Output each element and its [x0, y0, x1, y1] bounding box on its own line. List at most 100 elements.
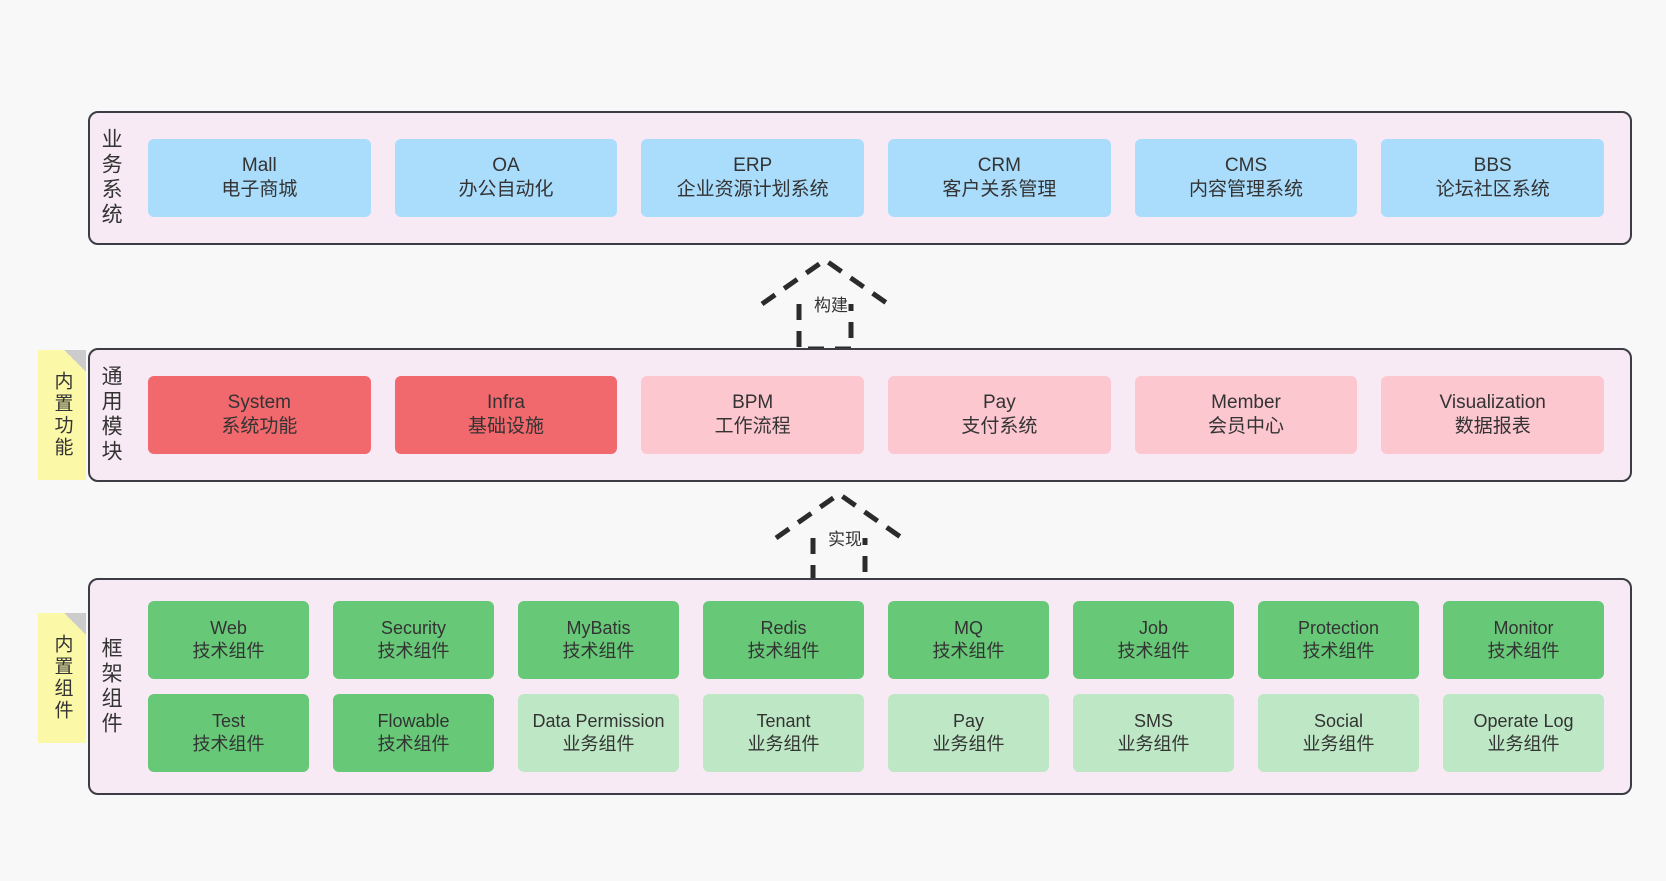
box-sms[interactable]: SMS 业务组件 — [1073, 694, 1234, 772]
note-builtin-components-text: 内置组件 — [51, 634, 73, 722]
box-mall-title: Mall — [241, 155, 277, 177]
box-visualization[interactable]: Visualization 数据报表 — [1381, 376, 1605, 454]
box-social[interactable]: Social 业务组件 — [1258, 694, 1419, 772]
box-oa-title: OA — [492, 155, 520, 177]
box-tenant[interactable]: Tenant 业务组件 — [703, 694, 864, 772]
box-redis-subtitle: 技术组件 — [747, 641, 820, 661]
box-web-title: Web — [210, 618, 247, 639]
layer-business-systems: 业务系统 Mall 电子商城 OA 办公自动化 ERP 企业资源计划系统 CRM… — [88, 111, 1632, 245]
connector-implement-label: 实现 — [828, 530, 862, 549]
layer-framework-components: 框架组件 Web 技术组件 Security 技术组件 MyBatis 技术组件… — [88, 578, 1632, 795]
box-pay-component-title: Pay — [952, 711, 985, 732]
box-member-subtitle: 会员中心 — [1208, 416, 1285, 437]
note-fold-icon — [64, 613, 86, 635]
note-builtin-features: 内置功能 — [38, 350, 86, 480]
box-operate-log-title: Operate Log — [1473, 711, 1574, 732]
box-system-subtitle: 系统功能 — [221, 416, 298, 437]
box-system[interactable]: System 系统功能 — [148, 376, 371, 454]
layer-framework-components-label: 框架组件 — [90, 580, 130, 793]
layer-business-systems-label: 业务系统 — [90, 113, 130, 243]
box-mybatis-subtitle: 技术组件 — [562, 641, 635, 661]
box-pay-module-title: Pay — [982, 392, 1016, 414]
box-test-title: Test — [211, 711, 245, 732]
box-pay-module[interactable]: Pay 支付系统 — [888, 376, 1111, 454]
box-tenant-title: Tenant — [756, 711, 811, 732]
box-tenant-subtitle: 业务组件 — [747, 734, 820, 754]
box-security[interactable]: Security 技术组件 — [333, 601, 494, 679]
connector-implement: 实现 — [766, 486, 966, 586]
box-mybatis[interactable]: MyBatis 技术组件 — [518, 601, 679, 679]
layer-common-modules: 通用模块 System 系统功能 Infra 基础设施 BPM 工作流程 Pay… — [88, 348, 1632, 482]
box-sms-title: SMS — [1133, 711, 1173, 732]
box-visualization-subtitle: 数据报表 — [1454, 416, 1531, 437]
box-protection[interactable]: Protection 技术组件 — [1258, 601, 1419, 679]
layer-business-systems-label-text: 业务系统 — [99, 128, 123, 228]
box-pay-component-subtitle: 业务组件 — [932, 734, 1005, 754]
box-web[interactable]: Web 技术组件 — [148, 601, 309, 679]
box-redis-title: Redis — [760, 618, 807, 639]
box-job-subtitle: 技术组件 — [1117, 641, 1190, 661]
connector-implement-arrow-icon — [774, 490, 904, 586]
box-mq-title: MQ — [954, 618, 983, 639]
box-bbs[interactable]: BBS 论坛社区系统 — [1381, 139, 1605, 217]
box-protection-title: Protection — [1297, 618, 1380, 639]
box-flowable-title: Flowable — [377, 711, 450, 732]
box-security-subtitle: 技术组件 — [377, 641, 450, 661]
box-redis[interactable]: Redis 技术组件 — [703, 601, 864, 679]
box-data-permission-title: Data Permission — [532, 711, 665, 732]
note-fold-icon — [64, 350, 86, 372]
box-pay-component[interactable]: Pay 业务组件 — [888, 694, 1049, 772]
box-bpm-subtitle: 工作流程 — [714, 416, 791, 437]
box-test[interactable]: Test 技术组件 — [148, 694, 309, 772]
common-modules-row: System 系统功能 Infra 基础设施 BPM 工作流程 Pay 支付系统… — [136, 376, 1616, 454]
business-systems-row: Mall 电子商城 OA 办公自动化 ERP 企业资源计划系统 CRM 客户关系… — [136, 139, 1616, 217]
box-erp[interactable]: ERP 企业资源计划系统 — [641, 139, 865, 217]
box-monitor[interactable]: Monitor 技术组件 — [1443, 601, 1604, 679]
box-social-subtitle: 业务组件 — [1302, 734, 1375, 754]
box-crm-subtitle: 客户关系管理 — [942, 179, 1057, 200]
box-infra[interactable]: Infra 基础设施 — [394, 376, 618, 454]
box-monitor-subtitle: 技术组件 — [1487, 641, 1560, 661]
connector-build-arrow-icon — [760, 256, 890, 352]
layer-common-modules-label: 通用模块 — [90, 350, 130, 480]
box-infra-subtitle: 基础设施 — [468, 416, 545, 437]
box-oa-subtitle: 办公自动化 — [458, 179, 554, 200]
connector-build: 构建 — [752, 252, 952, 352]
box-operate-log[interactable]: Operate Log 业务组件 — [1443, 694, 1604, 772]
box-cms-title: CMS — [1224, 155, 1268, 177]
note-builtin-features-text: 内置功能 — [51, 371, 73, 459]
layer-common-modules-body: System 系统功能 Infra 基础设施 BPM 工作流程 Pay 支付系统… — [130, 350, 1630, 480]
box-member[interactable]: Member 会员中心 — [1134, 376, 1358, 454]
box-mq[interactable]: MQ 技术组件 — [888, 601, 1049, 679]
box-crm[interactable]: CRM 客户关系管理 — [888, 139, 1111, 217]
box-cms-subtitle: 内容管理系统 — [1189, 179, 1304, 200]
box-job[interactable]: Job 技术组件 — [1073, 601, 1234, 679]
box-data-permission[interactable]: Data Permission 业务组件 — [518, 694, 679, 772]
box-mall[interactable]: Mall 电子商城 — [148, 139, 371, 217]
layer-framework-components-label-text: 框架组件 — [99, 636, 123, 737]
box-erp-title: ERP — [733, 155, 773, 177]
box-mybatis-title: MyBatis — [566, 618, 631, 639]
box-erp-subtitle: 企业资源计划系统 — [676, 179, 829, 200]
box-pay-module-subtitle: 支付系统 — [961, 416, 1038, 437]
box-flowable[interactable]: Flowable 技术组件 — [333, 694, 494, 772]
box-cms[interactable]: CMS 内容管理系统 — [1134, 139, 1358, 217]
box-bbs-title: BBS — [1473, 155, 1512, 177]
box-oa[interactable]: OA 办公自动化 — [394, 139, 618, 217]
box-job-title: Job — [1138, 618, 1169, 639]
connector-build-label: 构建 — [814, 296, 848, 315]
box-member-title: Member — [1211, 392, 1281, 414]
box-operate-log-subtitle: 业务组件 — [1487, 734, 1560, 754]
box-mq-subtitle: 技术组件 — [932, 641, 1005, 661]
box-web-subtitle: 技术组件 — [192, 641, 265, 661]
note-builtin-components: 内置组件 — [38, 613, 86, 743]
box-monitor-title: Monitor — [1493, 618, 1554, 639]
layer-framework-components-body: Web 技术组件 Security 技术组件 MyBatis 技术组件 Redi… — [130, 580, 1630, 793]
box-social-title: Social — [1313, 711, 1364, 732]
box-test-subtitle: 技术组件 — [192, 734, 265, 754]
box-infra-title: Infra — [486, 392, 526, 414]
layer-common-modules-label-text: 通用模块 — [99, 365, 123, 465]
box-system-title: System — [227, 392, 292, 414]
box-data-permission-subtitle: 业务组件 — [562, 734, 635, 754]
box-bpm[interactable]: BPM 工作流程 — [641, 376, 865, 454]
